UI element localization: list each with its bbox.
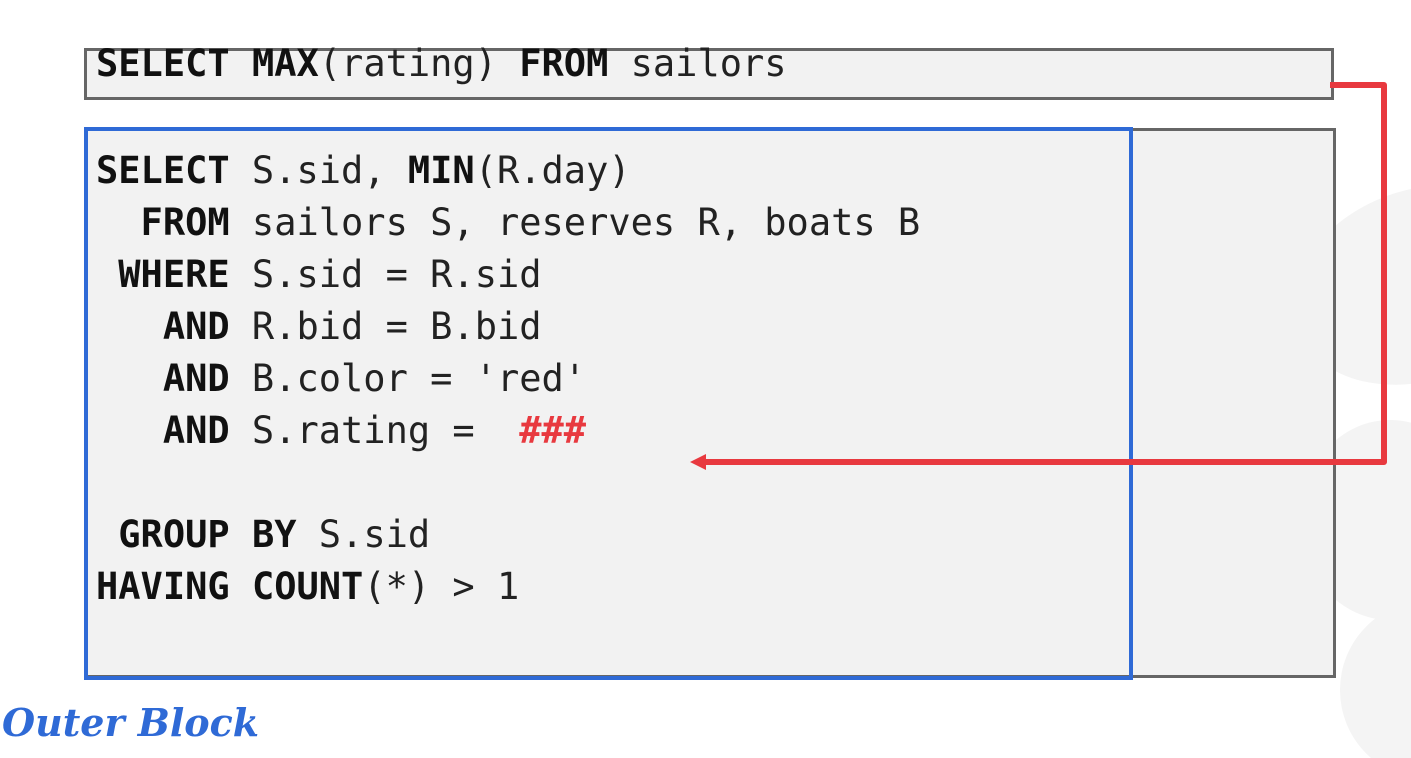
inner-query-box — [84, 48, 1334, 100]
outer-query-code: SELECT S.sid, MIN(R.day) FROM sailors S,… — [96, 145, 920, 613]
sql-line: AND S.rating = ### — [96, 405, 920, 457]
sql-line: FROM sailors S, reserves R, boats B — [96, 197, 921, 249]
sql-text: S.rating = — [229, 409, 520, 452]
sql-keyword: SELECT — [96, 42, 230, 85]
sql-text: B.color = 'red' — [229, 357, 587, 400]
sql-text: S.sid = R.sid — [229, 253, 542, 296]
sql-text: S.sid, — [229, 149, 408, 192]
sql-keyword: FROM — [519, 42, 609, 85]
sql-text: (R.day) — [474, 149, 631, 192]
sql-line: WHERE S.sid = R.sid — [96, 249, 920, 301]
sql-text: sailors — [608, 42, 787, 85]
sql-keyword: BY — [251, 513, 297, 556]
sql-line: SELECT S.sid, MIN(R.day) — [96, 145, 920, 197]
sql-line: AND R.bid = B.bid — [96, 301, 920, 353]
sql-keyword: COUNT — [251, 565, 364, 608]
sql-text: (*) > 1 — [363, 565, 520, 608]
sql-text: R.bid = B.bid — [229, 305, 542, 348]
outer-query-frame — [84, 128, 1336, 678]
sql-text: (rating) — [318, 42, 520, 85]
sql-line: HAVING COUNT(*) > 1 — [96, 561, 920, 613]
sql-line: AND B.color = 'red' — [96, 353, 920, 405]
sql-keyword: MIN — [407, 149, 475, 192]
arrow-line — [698, 82, 1387, 465]
sql-text: S.sid — [296, 513, 431, 556]
sql-keyword: SELECT — [96, 149, 230, 192]
arrow-head — [690, 454, 706, 470]
sql-keyword: MAX — [251, 42, 319, 85]
inner-query-code: SELECT MAX(rating) FROM sailors — [96, 38, 787, 90]
sql-keyword: GROUP — [96, 513, 230, 556]
outer-block-highlight — [84, 127, 1133, 680]
sql-keyword: AND — [96, 305, 230, 348]
sql-line: GROUP BY S.sid — [96, 509, 920, 561]
outer-block-caption: Outer Block — [2, 700, 260, 745]
sql-keyword: WHERE — [96, 253, 230, 296]
sql-keyword: FROM — [96, 201, 230, 244]
rating-placeholder: ### — [519, 409, 587, 452]
sql-keyword: HAVING — [96, 565, 230, 608]
sql-keyword: AND — [96, 357, 230, 400]
sql-text: sailors S, reserves R, boats B — [229, 201, 921, 244]
sql-keyword: AND — [96, 409, 230, 452]
